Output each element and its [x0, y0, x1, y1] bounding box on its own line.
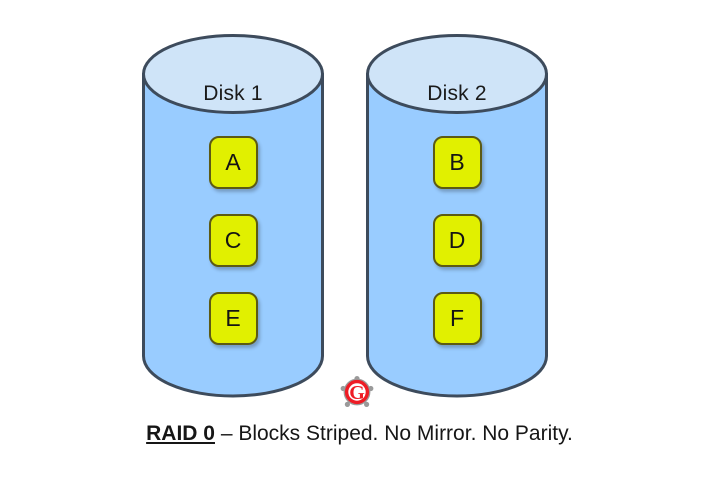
disk-2-cylinder: Disk 2 B D F: [366, 34, 548, 398]
block-e: E: [208, 292, 258, 345]
block-c: C: [208, 214, 258, 267]
disk-2-block-stack: B D F: [366, 136, 548, 345]
block-c-letter: C: [224, 227, 242, 253]
raid-caption-description: – Blocks Striped. No Mirror. No Parity.: [214, 422, 573, 445]
disk-2-label: Disk 2: [427, 82, 487, 105]
block-b: B: [432, 136, 482, 189]
raid-level-name: RAID 0: [146, 422, 215, 445]
g-logo-letter: G: [349, 382, 365, 404]
block-d-letter: D: [448, 227, 466, 253]
disk-1-cylinder: Disk 1 A C E: [142, 34, 324, 398]
raid-caption: RAID 0 – Blocks Striped. No Mirror. No P…: [0, 420, 719, 448]
block-f: F: [432, 292, 482, 345]
block-e-letter: E: [225, 305, 241, 331]
block-f-letter: F: [449, 305, 465, 331]
block-a: A: [208, 136, 258, 189]
disk-1-label: Disk 1: [203, 82, 263, 105]
block-d: D: [432, 214, 482, 267]
block-b-letter: B: [449, 149, 465, 175]
block-a-letter: A: [225, 149, 241, 175]
disk-1-block-stack: A C E: [142, 136, 324, 345]
g-circle-logo-icon: G: [340, 376, 374, 407]
